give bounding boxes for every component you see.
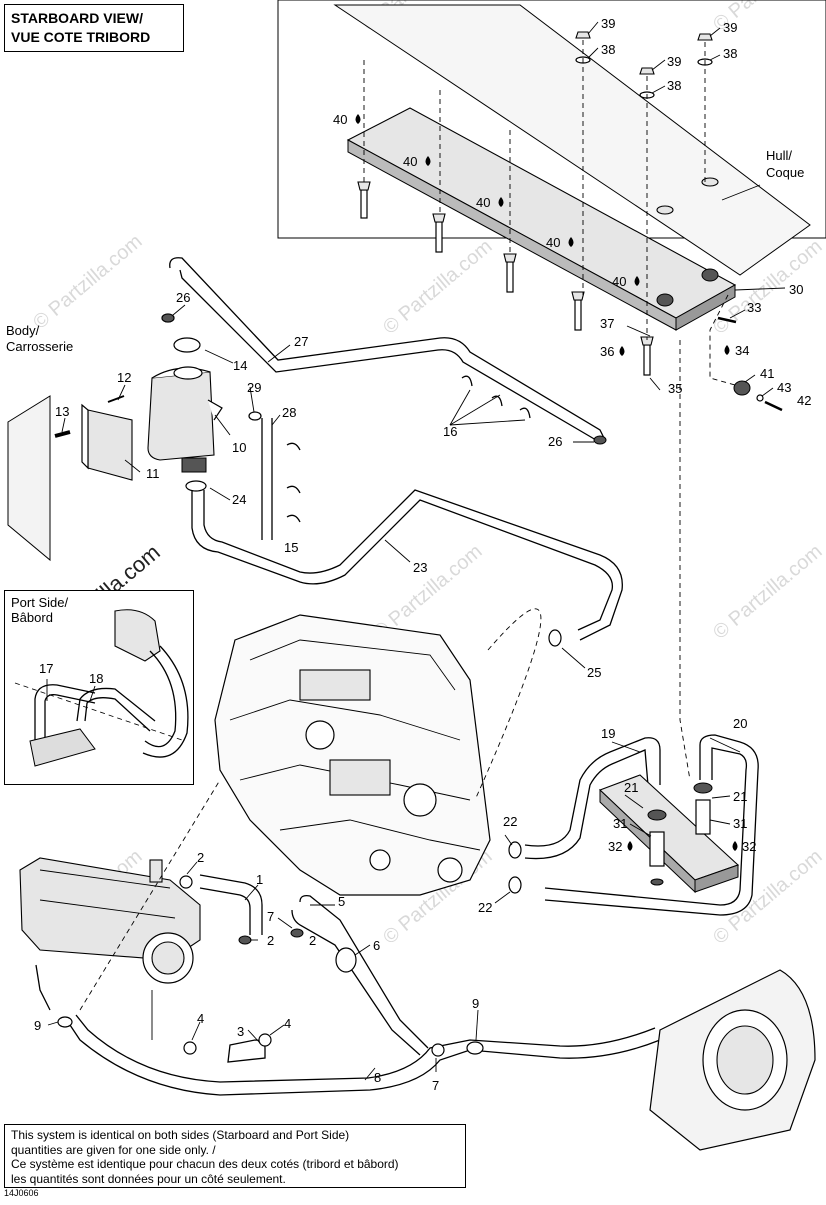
watermark: © Partzilla.com [709, 540, 826, 643]
heat-exchanger-plate [598, 774, 740, 894]
note-line1: This system is identical on both sides (… [11, 1128, 350, 1142]
label-18: 18 [89, 671, 103, 686]
body-plate [7, 395, 133, 562]
label-4: 4 [284, 1016, 291, 1031]
inset-drawing: 17 18 [14, 609, 189, 767]
label-2: 2 [267, 933, 274, 948]
label-31: 31 [733, 816, 747, 831]
label-16: 16 [443, 424, 457, 439]
label-13: 13 [55, 404, 69, 419]
label-24: 24 [232, 492, 246, 507]
label-4: 4 [197, 1011, 204, 1026]
view-title: STARBOARD VIEW/ [11, 10, 143, 26]
inset-title-line1: Port Side/ [11, 595, 69, 610]
label-40: 40 [612, 274, 626, 289]
label-2: 2 [197, 850, 204, 865]
label-29: 29 [247, 380, 261, 395]
body-label-fr: Carrosserie [6, 339, 73, 354]
label-42: 42 [797, 393, 811, 408]
label-9: 9 [472, 996, 479, 1011]
label-40: 40 [546, 235, 560, 250]
inset-title: Port Side/ Bâbord [11, 595, 68, 625]
label-10: 10 [232, 440, 246, 455]
label-36: 36 [600, 344, 614, 359]
label-43: 43 [777, 380, 791, 395]
label-15: 15 [284, 540, 298, 555]
label-39: 39 [601, 16, 615, 31]
label-5: 5 [338, 894, 345, 909]
label-11: 11 [146, 466, 160, 481]
label-6: 6 [373, 938, 380, 953]
label-35: 35 [668, 381, 682, 396]
label-39: 39 [723, 20, 737, 35]
label-34: 34 [735, 343, 749, 358]
part-labels: 39 38 39 38 39 38 40 40 40 40 40 30 33 3… [34, 16, 811, 1093]
label-26: 26 [176, 290, 190, 305]
note-line2: quantities are given for one side only. … [11, 1142, 216, 1157]
label-3: 3 [237, 1024, 244, 1039]
label-32: 32 [608, 839, 622, 854]
label-40: 40 [403, 154, 417, 169]
label-21: 21 [624, 780, 638, 795]
note-box: This system is identical on both sides (… [4, 1124, 466, 1188]
label-33: 33 [747, 300, 761, 315]
label-7: 7 [432, 1078, 439, 1093]
label-22: 22 [478, 900, 492, 915]
label-38: 38 [667, 78, 681, 93]
hull-label-fr: Coque [766, 165, 804, 180]
label-22: 22 [503, 814, 517, 829]
label-40: 40 [476, 195, 490, 210]
label-38: 38 [601, 42, 615, 57]
hull-label: Hull/ [766, 148, 792, 163]
inset-title-line2: Bâbord [11, 610, 53, 625]
label-9: 9 [34, 1018, 41, 1033]
label-27: 27 [294, 334, 308, 349]
hoses [69, 257, 759, 1096]
label-28: 28 [282, 405, 296, 420]
label-20: 20 [733, 716, 747, 731]
label-25: 25 [587, 665, 601, 680]
label-30: 30 [789, 282, 803, 297]
label-12: 12 [117, 370, 131, 385]
label-32: 32 [742, 839, 756, 854]
view-title-fr: VUE COTE TRIBORD [11, 29, 151, 45]
engine-block [214, 614, 491, 896]
hull-bolts [357, 181, 654, 376]
label-37: 37 [600, 316, 614, 331]
label-39: 39 [667, 54, 681, 69]
label-8: 8 [374, 1070, 381, 1085]
label-19: 19 [601, 726, 615, 741]
coolant-reservoir [147, 313, 223, 492]
label-23: 23 [413, 560, 427, 575]
reference-code: 14J0606 [4, 1188, 39, 1198]
jet-pump-housing [649, 969, 816, 1151]
label-21: 21 [733, 789, 747, 804]
label-31: 31 [613, 816, 627, 831]
exhaust-manifold [19, 857, 201, 1011]
lubricant-drop-icons [355, 114, 738, 851]
label-17: 17 [39, 661, 53, 676]
note-line3: Ce système est identique pour chacun des… [11, 1157, 399, 1171]
label-41: 41 [760, 366, 774, 381]
leader-lines [47, 21, 786, 1081]
label-26: 26 [548, 434, 562, 449]
watermark: © Partzilla.com [29, 230, 146, 333]
clamps [57, 313, 607, 1057]
label-14: 14 [233, 358, 247, 373]
body-label: Body/ [6, 323, 40, 338]
grommet-assembly [709, 294, 783, 412]
label-40: 40 [333, 112, 347, 127]
note-line4: les quantités sont données pour un côté … [11, 1171, 286, 1186]
routing-lines [79, 340, 691, 1040]
hull-panel [277, 0, 826, 412]
label-38: 38 [723, 46, 737, 61]
port-side-inset: Port Side/ Bâbord 17 18 [4, 590, 194, 785]
label-7: 7 [267, 909, 274, 924]
view-title-box: STARBOARD VIEW/ VUE COTE TRIBORD [4, 4, 184, 52]
label-1: 1 [256, 872, 263, 887]
label-2: 2 [309, 933, 316, 948]
